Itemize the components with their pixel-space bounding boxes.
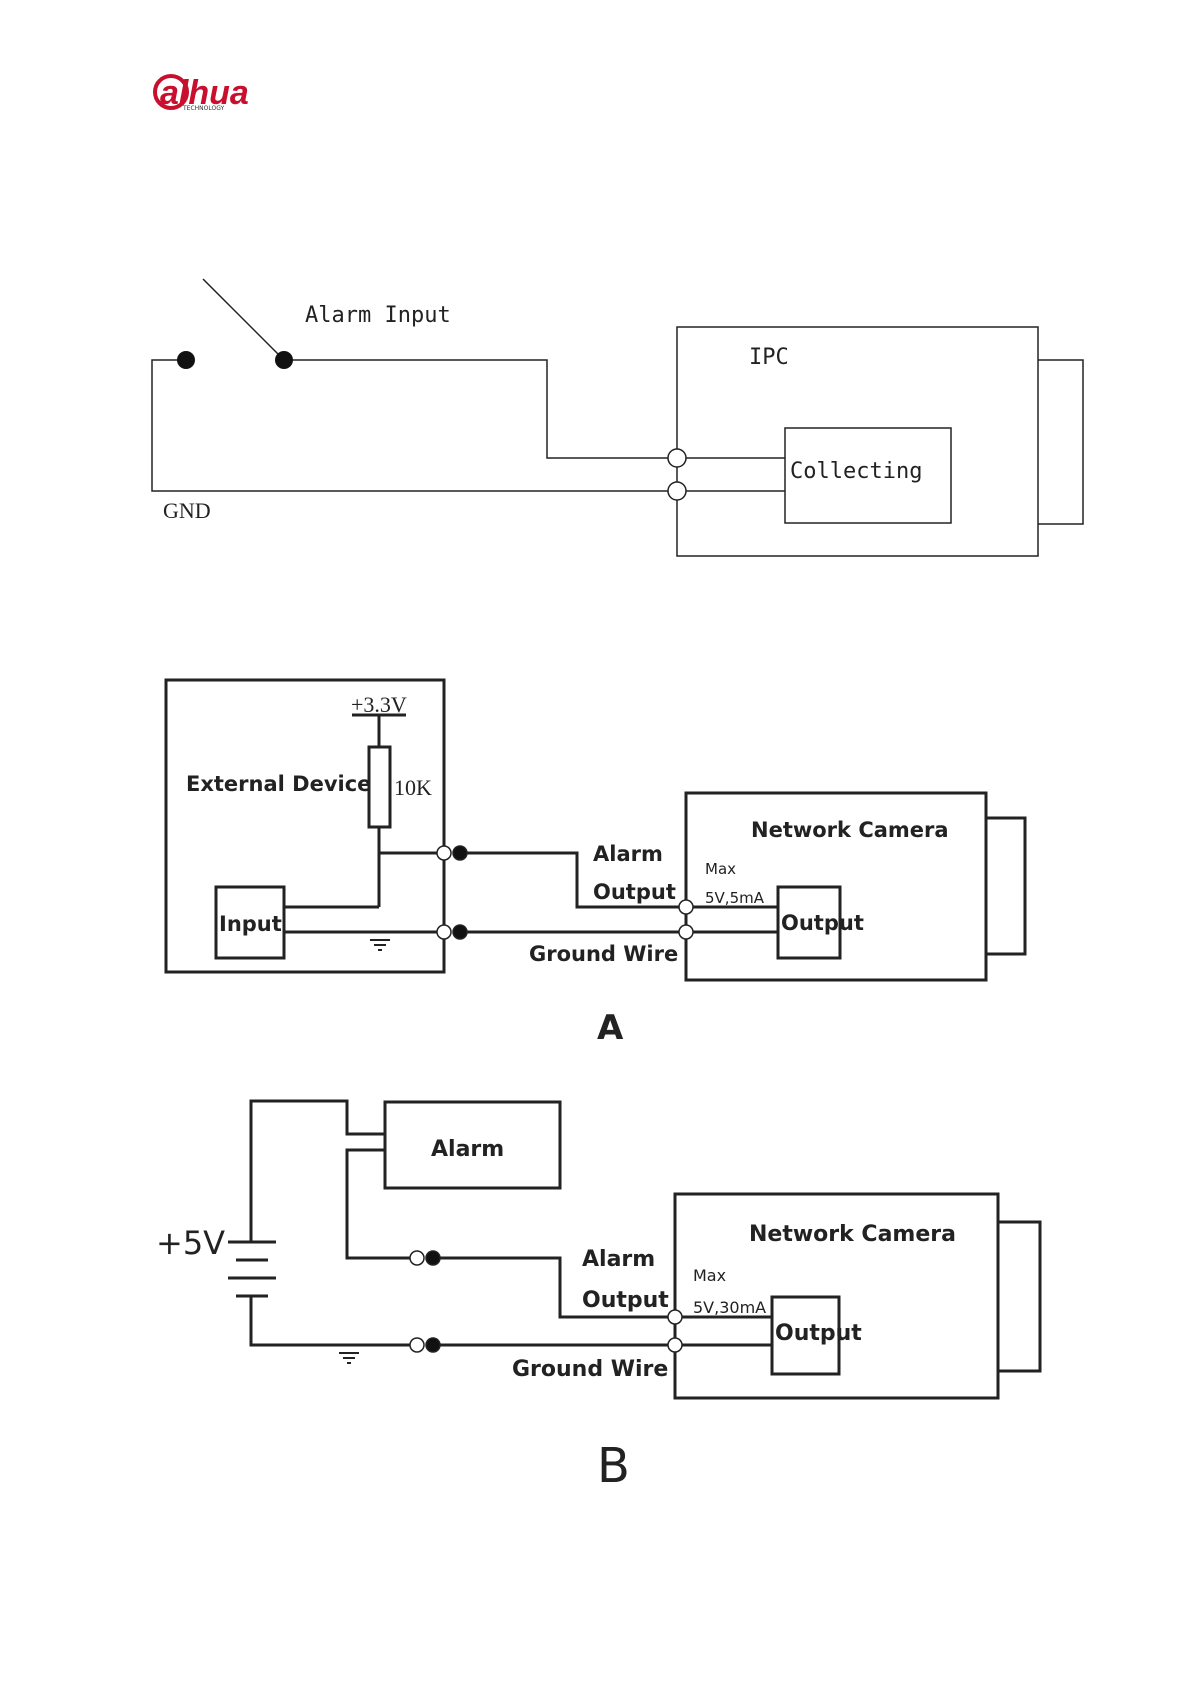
camera-lens xyxy=(986,818,1025,954)
alarm-input-label: Alarm Input xyxy=(305,303,451,328)
terminal-circle xyxy=(668,449,686,467)
ipc-box xyxy=(677,327,1038,556)
ipc-label: IPC xyxy=(749,345,789,370)
collecting-label: Collecting xyxy=(790,459,922,484)
external-device-label: External Device xyxy=(186,772,371,796)
terminal-circle xyxy=(668,482,686,500)
caption-b: B xyxy=(597,1438,630,1494)
company-logo: alhua TECHNOLOGY xyxy=(155,74,249,112)
alarm-input-diagram xyxy=(152,279,1083,556)
output-wire-label-a: Output xyxy=(593,880,676,904)
network-camera-label-a: Network Camera xyxy=(751,818,949,842)
terminal-circle xyxy=(679,925,693,939)
alarm-label-box: Alarm xyxy=(431,1137,504,1162)
ipc-side-connector xyxy=(1038,360,1083,524)
supply-label-b: +5V xyxy=(156,1224,225,1262)
input-label: Input xyxy=(219,912,282,936)
terminal-circle xyxy=(410,1251,424,1265)
logo-tagline: TECHNOLOGY xyxy=(182,105,225,112)
rating-label-b: 5V,30mA xyxy=(693,1298,766,1317)
switch-contact-dot xyxy=(275,351,293,369)
output-label-b: Output xyxy=(775,1321,862,1346)
ground-wire-label-b: Ground Wire xyxy=(512,1357,668,1382)
terminal-circle xyxy=(437,925,451,939)
max-label-b: Max xyxy=(693,1266,726,1285)
supply-label-a: +3.3V xyxy=(351,692,407,717)
external-device-box xyxy=(166,680,444,972)
resistor-label: 10K xyxy=(394,775,432,800)
rating-label-a: 5V,5mA xyxy=(705,889,765,907)
terminal-dot xyxy=(453,925,467,939)
terminal-circle xyxy=(668,1338,682,1352)
alarm-label-a: Alarm xyxy=(593,842,663,866)
alarm-label-b: Alarm xyxy=(582,1247,655,1272)
terminal-dot xyxy=(426,1338,440,1352)
ground-wire-label-a: Ground Wire xyxy=(529,942,678,966)
terminal-circle xyxy=(410,1338,424,1352)
network-camera-label-b: Network Camera xyxy=(749,1222,956,1247)
terminal-circle xyxy=(437,846,451,860)
terminal-dot xyxy=(453,846,467,860)
output-label-a: Output xyxy=(781,911,864,935)
alarm-signal-wire xyxy=(347,1150,417,1258)
gnd-wire xyxy=(152,360,678,491)
max-label-a: Max xyxy=(705,860,736,878)
switch-contact-dot xyxy=(177,351,195,369)
switch-lever xyxy=(203,279,284,360)
supply-wire xyxy=(251,1101,385,1242)
caption-a: A xyxy=(597,1008,624,1048)
ground-wire-left xyxy=(251,1296,417,1345)
resistor-10k xyxy=(369,747,390,827)
terminal-circle xyxy=(679,900,693,914)
terminal-dot xyxy=(426,1251,440,1265)
camera-lens xyxy=(998,1222,1040,1371)
gnd-label: GND xyxy=(163,498,211,523)
terminal-circle xyxy=(668,1310,682,1324)
alarm-signal-wire xyxy=(284,360,678,458)
output-wire-label-b: Output xyxy=(582,1288,669,1313)
